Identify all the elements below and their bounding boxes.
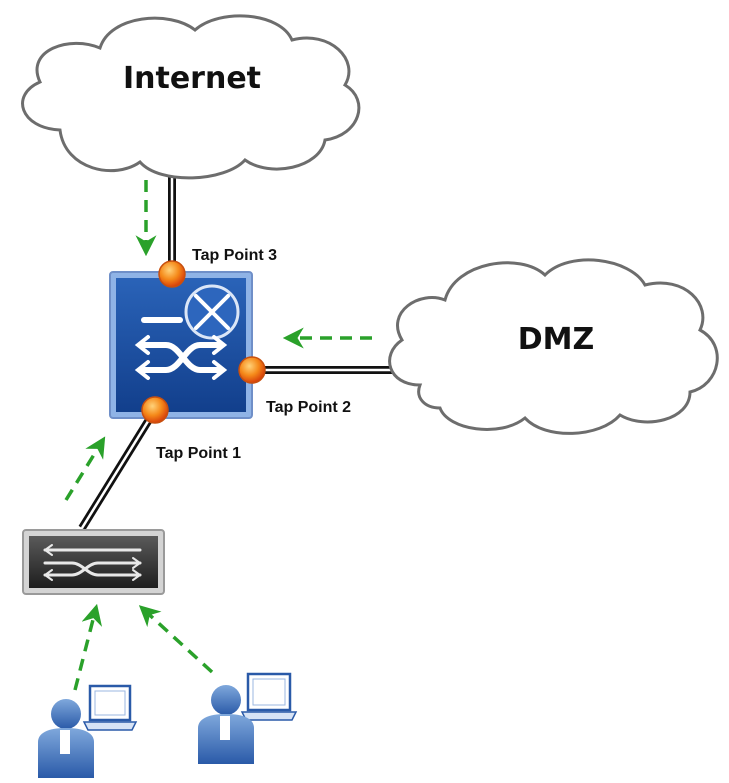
traffic-arrow-user-2 <box>138 605 214 674</box>
traffic-arrow-switch-uplink <box>64 436 106 501</box>
link-router-switch <box>78 407 159 531</box>
router-switch <box>109 271 253 419</box>
traffic-arrow-user-1 <box>73 603 103 691</box>
dmz-label: DMZ <box>518 322 595 357</box>
tap-point-2-label: Tap Point 2 <box>266 399 351 416</box>
internet-cloud: Internet <box>21 14 361 180</box>
tap-point-2 <box>238 356 266 384</box>
tap-point-3-label: Tap Point 3 <box>192 247 277 264</box>
layer2-switch-icon <box>43 544 142 581</box>
layer3-switch-icon <box>134 284 240 380</box>
dmz-cloud: DMZ <box>388 258 719 435</box>
tap-point-3 <box>158 260 186 288</box>
workstation-2 <box>198 672 298 764</box>
internet-label: Internet <box>123 61 261 96</box>
user-workstation-icon <box>38 684 138 778</box>
user-workstation-icon <box>198 672 298 764</box>
tap-point-1-label: Tap Point 1 <box>156 445 241 462</box>
workstation-1 <box>38 684 138 778</box>
tap-point-1 <box>141 396 169 424</box>
access-switch <box>22 529 165 595</box>
